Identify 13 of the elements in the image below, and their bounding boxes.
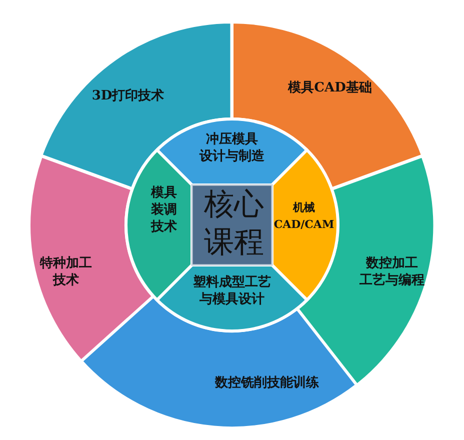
center-label: 核心课程 — [204, 186, 264, 262]
inner-sector — [272, 150, 338, 300]
sector-label: 模具CAD基础 — [288, 80, 372, 96]
center-box — [192, 185, 272, 265]
sector-label: 3D打印技术 — [92, 88, 164, 104]
sector-label: 机械CAD/CAM — [274, 200, 334, 233]
inner-sector — [126, 150, 192, 300]
sector-label: 塑料成型工艺与模具设计 — [192, 274, 271, 308]
sector-label: 数控加工工艺与编程 — [359, 254, 424, 289]
sector-label: 冲压模具设计与制造 — [199, 131, 264, 165]
sector-label: 特种加工技术 — [40, 254, 92, 289]
sector-label: 模具装调技术 — [151, 184, 177, 236]
sector-label: 数控铣削技能训练 — [214, 374, 319, 392]
